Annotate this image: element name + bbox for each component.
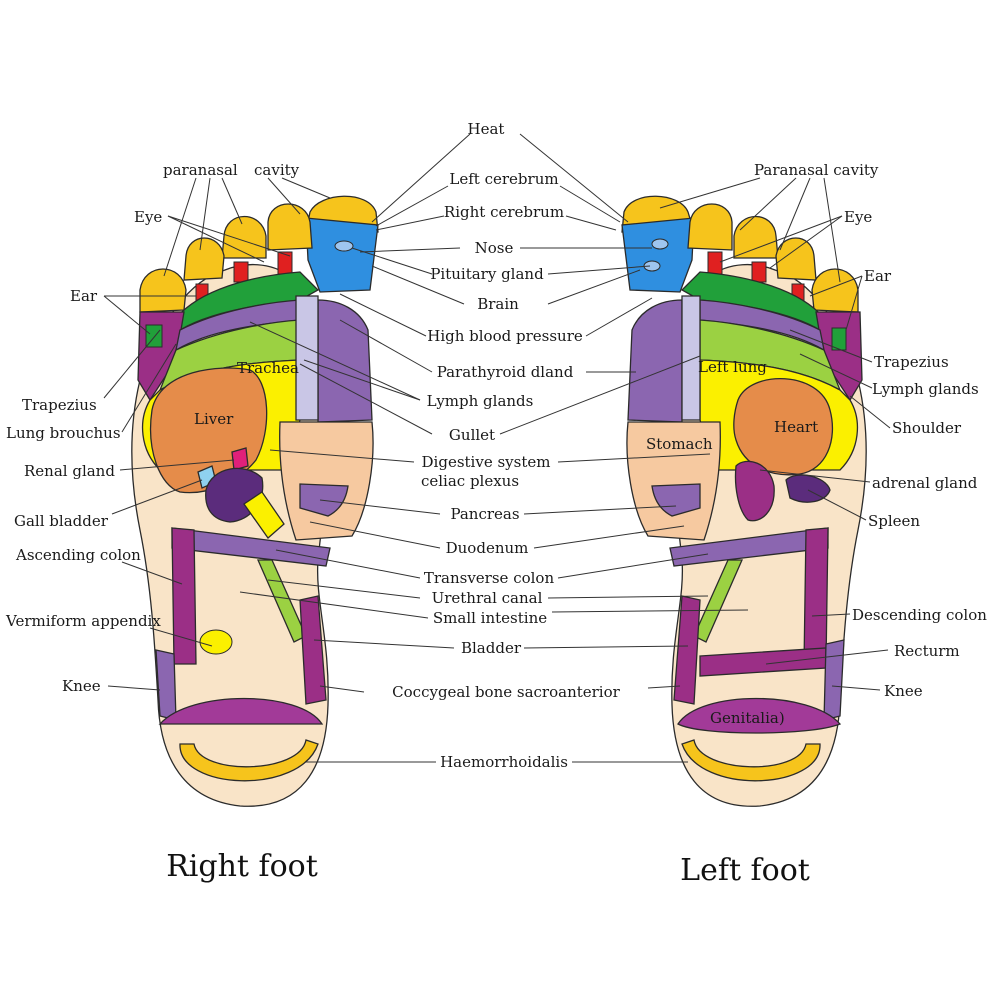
label-left-cerebrum: Left cerebrum [449, 170, 558, 188]
center-labels: Heat Left cerebrum Right cerebrum Nose P… [392, 120, 620, 771]
right-pituitary-spot [334, 240, 354, 252]
right-knee [155, 649, 177, 721]
label-left-lung: Left lung [698, 358, 767, 376]
left-eye-zone-1 [707, 251, 723, 275]
label-small-intestine: Small intestine [433, 609, 547, 627]
label-liver: Liver [194, 410, 234, 428]
right-eye-zone-1 [277, 251, 293, 275]
label-adrenal-gland: adrenal gland [872, 474, 978, 492]
left-genitalia-band [677, 697, 842, 734]
right-toe-4 [183, 237, 225, 281]
label-pancreas: Pancreas [450, 505, 519, 523]
left-pancreas [651, 483, 701, 517]
label-digestive-system: Digestive system [422, 453, 551, 471]
left-haemorrhoidalis [681, 739, 821, 782]
label-left-knee: Knee [884, 682, 923, 700]
right-foot [131, 195, 379, 807]
label-stomach: Stomach [646, 435, 713, 453]
left-toe-4 [775, 237, 817, 281]
label-lung-brouchus: Lung brouchus [6, 424, 121, 442]
left-toe-2 [687, 203, 733, 251]
label-genitalia: Genitalia) [710, 709, 785, 727]
right-big-toe-brain-zone [305, 217, 379, 293]
label-gall-bladder: Gall bladder [14, 512, 109, 530]
left-adrenal-kidney [734, 460, 775, 522]
left-knee [823, 639, 845, 721]
left-toe-5 [811, 268, 859, 313]
label-ascending-colon: Ascending colon [15, 546, 141, 564]
right-sacral-band [158, 697, 324, 725]
title-right-foot: Right foot [166, 849, 318, 884]
right-renal-gland [231, 447, 249, 471]
right-eye-zone-2 [233, 261, 249, 283]
label-gullet: Gullet [449, 426, 495, 444]
label-parathyroid: Parathyroid dland [437, 363, 574, 381]
label-vermiform-appendix: Vermiform appendix [5, 612, 161, 630]
leader-lines [103, 133, 891, 763]
right-lymph-green [175, 271, 320, 331]
label-heat: Heat [468, 120, 505, 138]
left-lung-column [681, 295, 701, 421]
label-right-cerebrum: Right cerebrum [444, 203, 564, 221]
label-paranasal: paranasal [163, 161, 238, 179]
left-foot [621, 195, 867, 807]
right-toe-2 [267, 203, 313, 251]
label-haemorrhoidalis: Haemorrhoidalis [440, 753, 568, 771]
right-appendix [199, 629, 233, 655]
label-cavity: cavity [254, 161, 300, 179]
label-pituitary-gland: Pituitary gland [430, 265, 544, 283]
label-bladder: Bladder [461, 639, 522, 657]
left-heart [733, 378, 834, 476]
label-right-eye: Eye [134, 208, 162, 226]
left-big-toe-brain-zone [621, 217, 695, 293]
left-stomach-column [627, 299, 683, 423]
right-trachea-column [295, 295, 319, 421]
label-left-ear: Ear [864, 267, 892, 285]
label-paranasal-cavity: Paranasal cavity [754, 161, 879, 179]
label-right-trapezius: Trapezius [22, 396, 97, 414]
label-duodenum: Duodenum [446, 539, 529, 557]
left-lymph-green [680, 271, 825, 331]
label-celiac-plexus: celiac plexus [421, 472, 519, 490]
label-recturm: Recturm [894, 642, 960, 660]
right-bladder [299, 595, 327, 705]
right-duodenum-yellow [243, 491, 285, 539]
right-gullet-column [317, 299, 373, 423]
left-foot-labels: Paranasal cavity Eye Ear Trapezius Lymph… [646, 161, 987, 727]
right-ascending-colon [171, 527, 197, 665]
right-digestive-peach [279, 421, 374, 541]
label-left-eye: Eye [844, 208, 872, 226]
label-heart: Heart [774, 418, 818, 436]
label-renal-gland: Renal gland [24, 462, 115, 480]
label-right-ear: Ear [70, 287, 98, 305]
title-left-foot: Left foot [680, 853, 810, 888]
left-descending-colon [803, 527, 829, 665]
label-descending-colon: Descending colon [852, 606, 987, 624]
label-left-trapezius: Trapezius [874, 353, 949, 371]
left-toe-3 [733, 215, 779, 259]
left-ear-green [831, 327, 847, 351]
label-shoulder: Shoulder [892, 419, 962, 437]
left-digestive-peach [626, 421, 721, 541]
label-coccygeal: Coccygeal bone sacroanterior [392, 683, 620, 701]
right-toe-3 [221, 215, 267, 259]
label-left-lymph-glands: Lymph glands [872, 380, 979, 398]
left-pituitary-spot [651, 238, 669, 250]
label-brain: Brain [477, 295, 519, 313]
left-eye-zone-2 [751, 261, 767, 283]
label-urethral-canal: Urethral canal [432, 589, 543, 607]
label-trachea: Trachea [237, 359, 299, 377]
label-nose: Nose [475, 239, 514, 257]
label-lymph-glands: Lymph glands [427, 392, 534, 410]
label-transverse-colon: Transverse colon [424, 569, 555, 587]
right-toe-5 [139, 268, 187, 313]
label-right-knee: Knee [62, 677, 101, 695]
label-spleen: Spleen [868, 512, 920, 530]
right-foot-labels: paranasal cavity Eye Ear Trapezius Lung … [5, 161, 300, 695]
label-high-blood-pressure: High blood pressure [427, 327, 583, 345]
right-haemorrhoidalis [179, 739, 319, 782]
left-bladder [673, 595, 701, 705]
